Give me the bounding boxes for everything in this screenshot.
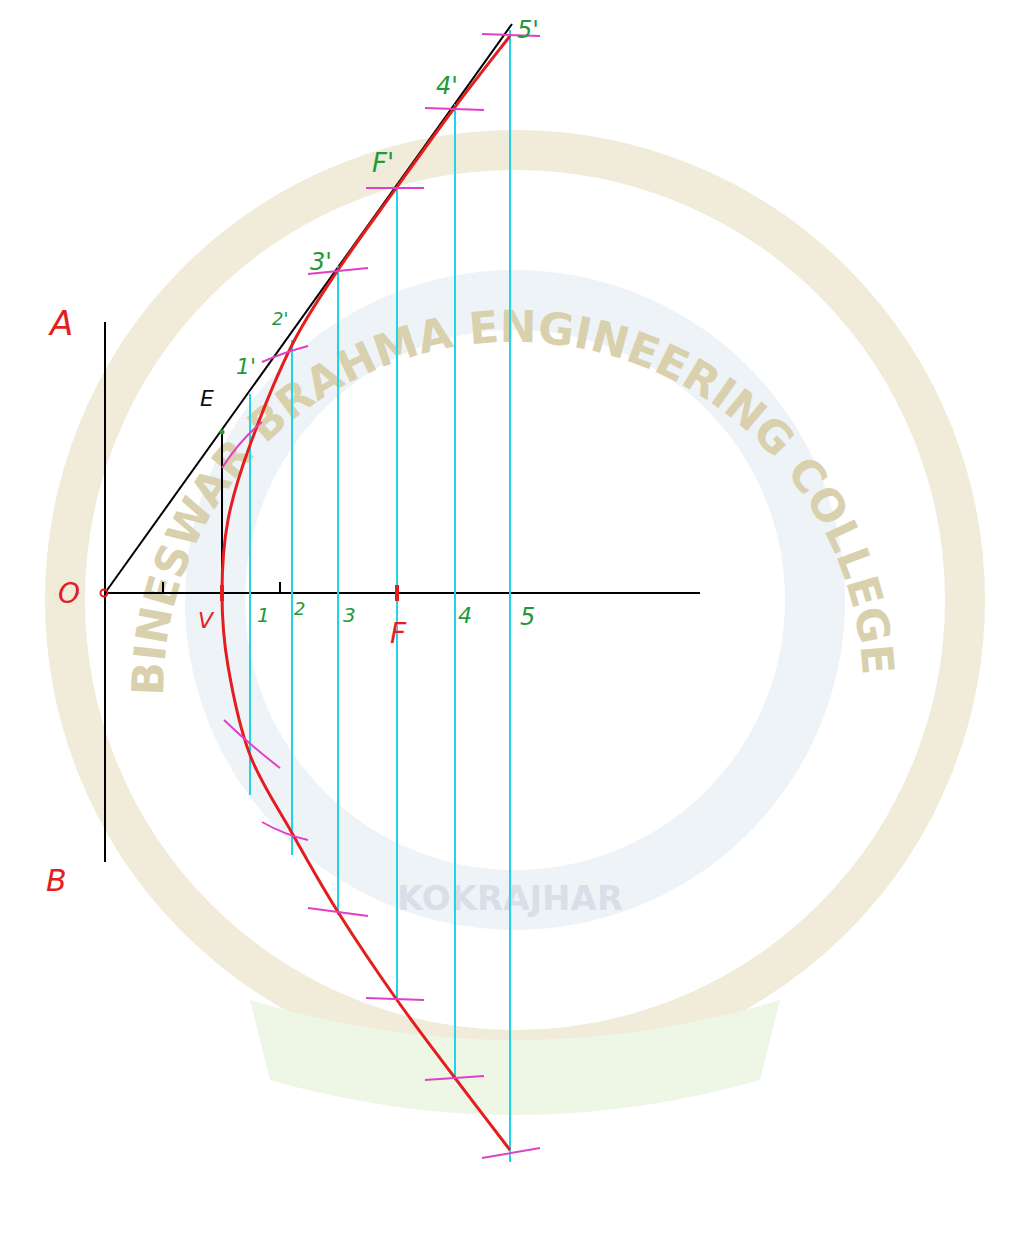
tangent-line	[105, 24, 512, 593]
point-label: 5'	[517, 18, 539, 42]
division-number: 3	[343, 605, 356, 625]
point-label: E	[200, 388, 214, 410]
axis-ticks	[163, 582, 455, 593]
vertex-mark	[220, 585, 224, 601]
watermark-text: BINESWAR BRAHMA ENGINEERING COLLEGE	[122, 301, 904, 697]
ordinate-lines	[250, 30, 510, 1162]
ribbon	[250, 1000, 780, 1115]
point-o	[101, 590, 108, 597]
axis-line	[105, 592, 700, 594]
point-label: 4'	[436, 74, 458, 98]
directrix-label: A	[50, 306, 73, 340]
directrix-label: B	[46, 866, 67, 896]
point-label: F	[390, 620, 406, 648]
point-label: O	[58, 580, 80, 608]
point-label: V	[198, 610, 213, 632]
parabola-curve	[222, 36, 510, 1150]
point-label: 2'	[272, 310, 288, 328]
division-number: 5	[520, 605, 535, 629]
compass-arcs	[222, 34, 540, 1158]
focus-mark	[395, 585, 399, 601]
division-number: 2	[294, 600, 305, 618]
division-number: 4	[458, 605, 472, 627]
point-label: F'	[372, 150, 394, 176]
point-label: 3'	[310, 250, 332, 274]
point-label: 1'	[236, 356, 256, 378]
division-number: 1	[257, 605, 270, 625]
point-e	[220, 430, 225, 435]
gear-ring	[65, 150, 965, 1050]
